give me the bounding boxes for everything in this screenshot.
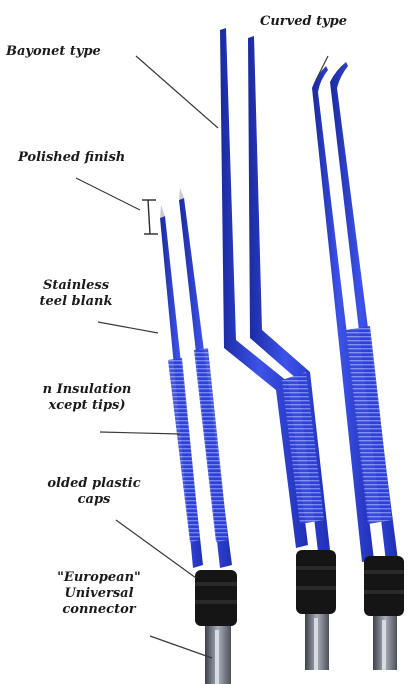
label-molded-line-2: caps	[34, 492, 154, 508]
label-bayonet-type: Bayonet type	[6, 44, 101, 60]
bayonet-forceps-cap	[296, 550, 336, 614]
label-stainless-line-2: teel blank	[26, 294, 126, 310]
straight-forceps-left-blade	[160, 216, 203, 568]
label-molded-plastic-caps: olded plastic caps	[34, 476, 154, 508]
label-connector-line-3: connector	[44, 602, 154, 618]
label-european-universal-connector: "European" Universal connector	[44, 570, 154, 618]
label-stainless-line-1: Stainless	[26, 278, 126, 294]
leader-line-insulation	[100, 432, 180, 434]
label-connector-line-2: Universal	[44, 586, 154, 602]
polished-finish-bracket	[142, 200, 158, 234]
label-polished-finish: Polished finish	[18, 150, 125, 166]
label-stainless-steel-blank: Stainless teel blank	[26, 278, 126, 310]
bayonet-forceps-connector	[305, 614, 329, 670]
label-insulation: n Insulation xcept tips)	[22, 382, 152, 414]
straight-forceps-connector	[205, 626, 231, 684]
label-connector-line-1: "European"	[44, 570, 154, 586]
label-insulation-line-2: xcept tips)	[22, 398, 152, 414]
label-molded-line-1: olded plastic	[34, 476, 154, 492]
leader-line-stainless	[98, 322, 158, 333]
leader-line-bayonet	[136, 56, 218, 128]
label-insulation-line-1: n Insulation	[22, 382, 152, 398]
leader-line-polished	[76, 178, 140, 210]
curved-forceps-connector	[373, 616, 397, 670]
curved-forceps-cap	[364, 556, 404, 616]
label-curved-type: Curved type	[260, 14, 347, 30]
leader-line-connector	[150, 636, 212, 658]
straight-forceps-cap	[195, 570, 237, 626]
